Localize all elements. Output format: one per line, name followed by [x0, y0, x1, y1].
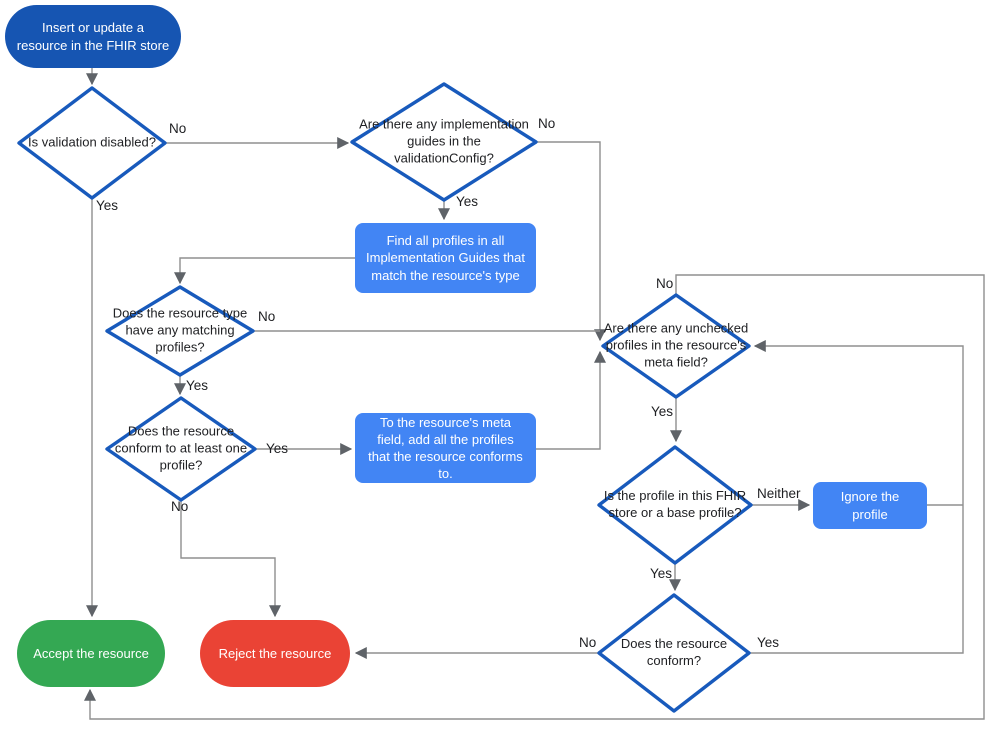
edge-label-profile-neither: Neither — [757, 486, 801, 501]
edge-label-profile-yes: Yes — [650, 566, 673, 581]
decision-shape-profile-in-store — [597, 445, 753, 565]
connector-findprofiles-to-matching — [174, 257, 355, 285]
decision-validation-disabled-label: Is validation disabled? — [28, 134, 156, 150]
edge-label-unchecked-no: No — [656, 276, 674, 291]
connector-addprofiles-to-unchecked — [536, 350, 606, 450]
connector-guides-no — [536, 141, 606, 342]
edge-label-validation-no: No — [169, 121, 187, 136]
decision-implementation-guides-label: Are there any implementation guides in t… — [359, 116, 529, 166]
edge-label-conform-no: No — [579, 635, 597, 650]
edge-label-conform-yes: Yes — [757, 635, 780, 650]
decision-resource-conform-label: Does the resource conform? — [620, 636, 728, 668]
decision-shape-matching-profiles — [105, 285, 255, 377]
decision-shape-implementation-guides — [350, 82, 538, 202]
connector-conform-one-no-reject — [180, 500, 281, 618]
edge-label-unchecked-yes: Yes — [651, 404, 674, 419]
decision-shape-validation-disabled — [17, 86, 167, 200]
edge-label-conform-one-yes: Yes — [266, 441, 289, 456]
process-find-profiles: Find all profiles in all Implementation … — [355, 223, 536, 293]
decision-unchecked-profiles-label: Are there any unchecked profiles in the … — [603, 320, 749, 370]
terminal-accept-resource: Accept the resource — [17, 620, 165, 687]
decision-profile-in-store-label: Is the profile in this FHIR store or a b… — [603, 488, 747, 520]
edge-label-matching-yes: Yes — [186, 378, 209, 393]
decision-shape-resource-conform — [597, 593, 751, 713]
edge-label-guides-no: No — [538, 116, 556, 131]
edge-label-matching-no: No — [258, 309, 276, 324]
connector-conform-yes-loop — [749, 340, 964, 654]
edge-label-guides-yes: Yes — [456, 194, 479, 209]
terminal-reject-resource: Reject the resource — [200, 620, 350, 687]
edge-label-validation-yes: Yes — [96, 198, 119, 213]
process-add-profiles-to-meta: To the resource's meta field, add all th… — [355, 413, 536, 483]
decision-matching-profiles-label: Does the resource type have any matching… — [112, 305, 248, 355]
decision-shape-conform-one — [105, 396, 257, 502]
connector-unchecked-no-accept — [84, 274, 985, 720]
edge-label-conform-one-no: No — [171, 499, 189, 514]
start-node: Insert or update a resource in the FHIR … — [5, 5, 181, 68]
process-ignore-profile: Ignore the profile — [813, 482, 927, 529]
decision-conform-one-label: Does the resource conform to at least on… — [114, 423, 248, 473]
decision-shape-unchecked-profiles — [601, 293, 751, 399]
